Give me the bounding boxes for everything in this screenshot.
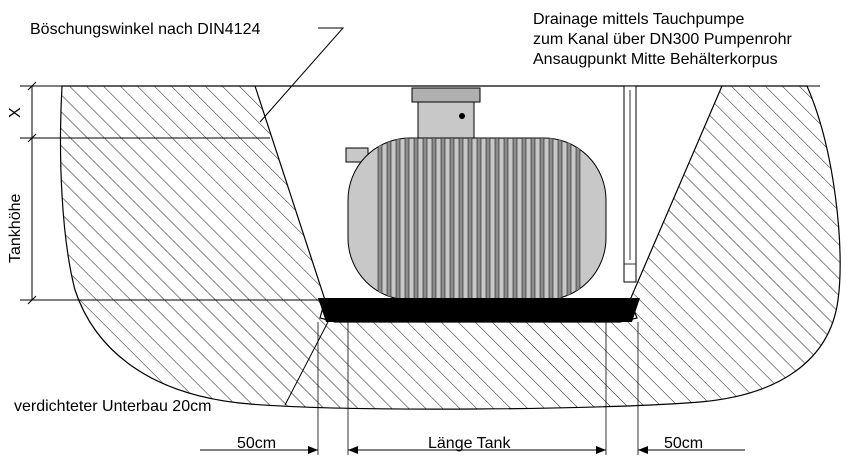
shaft-bolt bbox=[459, 113, 465, 119]
tank-rib bbox=[485, 138, 491, 300]
tank-height-label: Tankhöhe bbox=[7, 194, 24, 263]
tank-rib bbox=[404, 138, 410, 300]
tank-rib bbox=[449, 138, 455, 300]
tank-rib bbox=[440, 138, 446, 300]
tank-rib bbox=[494, 138, 500, 300]
tank-rib bbox=[413, 138, 419, 300]
tank-length-label: Länge Tank bbox=[428, 435, 511, 452]
cover-depth-label: X bbox=[7, 107, 24, 118]
tank-rib bbox=[467, 138, 473, 300]
tank-rib bbox=[395, 138, 401, 300]
drainage-label-line1: Drainage mittels Tauchpumpe bbox=[533, 11, 744, 28]
tank-rib bbox=[539, 138, 545, 300]
slope-angle-label: Böschungswinkel nach DIN4124 bbox=[30, 21, 260, 38]
dimension-bottom bbox=[200, 300, 745, 455]
tank-rib bbox=[548, 138, 554, 300]
tank-rib bbox=[431, 138, 437, 300]
tank-rib bbox=[566, 138, 572, 300]
tank-rib bbox=[476, 138, 482, 300]
tank-rib bbox=[386, 138, 392, 300]
dimension-tank-height bbox=[27, 138, 37, 305]
dimension-x bbox=[27, 81, 37, 143]
tank-rib bbox=[575, 138, 581, 300]
tank-rib bbox=[458, 138, 464, 300]
tank-rib bbox=[521, 138, 527, 300]
tank-rib bbox=[377, 138, 383, 300]
tank-shaft-collar bbox=[411, 87, 481, 103]
compacted-base-layer bbox=[318, 298, 640, 322]
base-layer-leader bbox=[284, 321, 329, 406]
tank-rib bbox=[512, 138, 518, 300]
slope-angle-leader bbox=[259, 27, 345, 123]
base-layer-label: verdichteter Unterbau 20cm bbox=[14, 398, 211, 415]
tank-rib bbox=[530, 138, 536, 300]
tank-rib bbox=[422, 138, 428, 300]
tank bbox=[345, 87, 607, 301]
drainage-pipe bbox=[623, 85, 637, 283]
tank-ribs bbox=[377, 138, 581, 300]
clearance-left-label: 50cm bbox=[237, 435, 276, 452]
clearance-right-label: 50cm bbox=[664, 435, 703, 452]
tank-rib bbox=[503, 138, 509, 300]
tank-rib bbox=[557, 138, 563, 300]
drainage-label-line3: Ansaugpunkt Mitte Behälterkorpus bbox=[533, 51, 778, 68]
drainage-label-line2: zum Kanal über DN300 Pumpenrohr bbox=[533, 31, 792, 48]
